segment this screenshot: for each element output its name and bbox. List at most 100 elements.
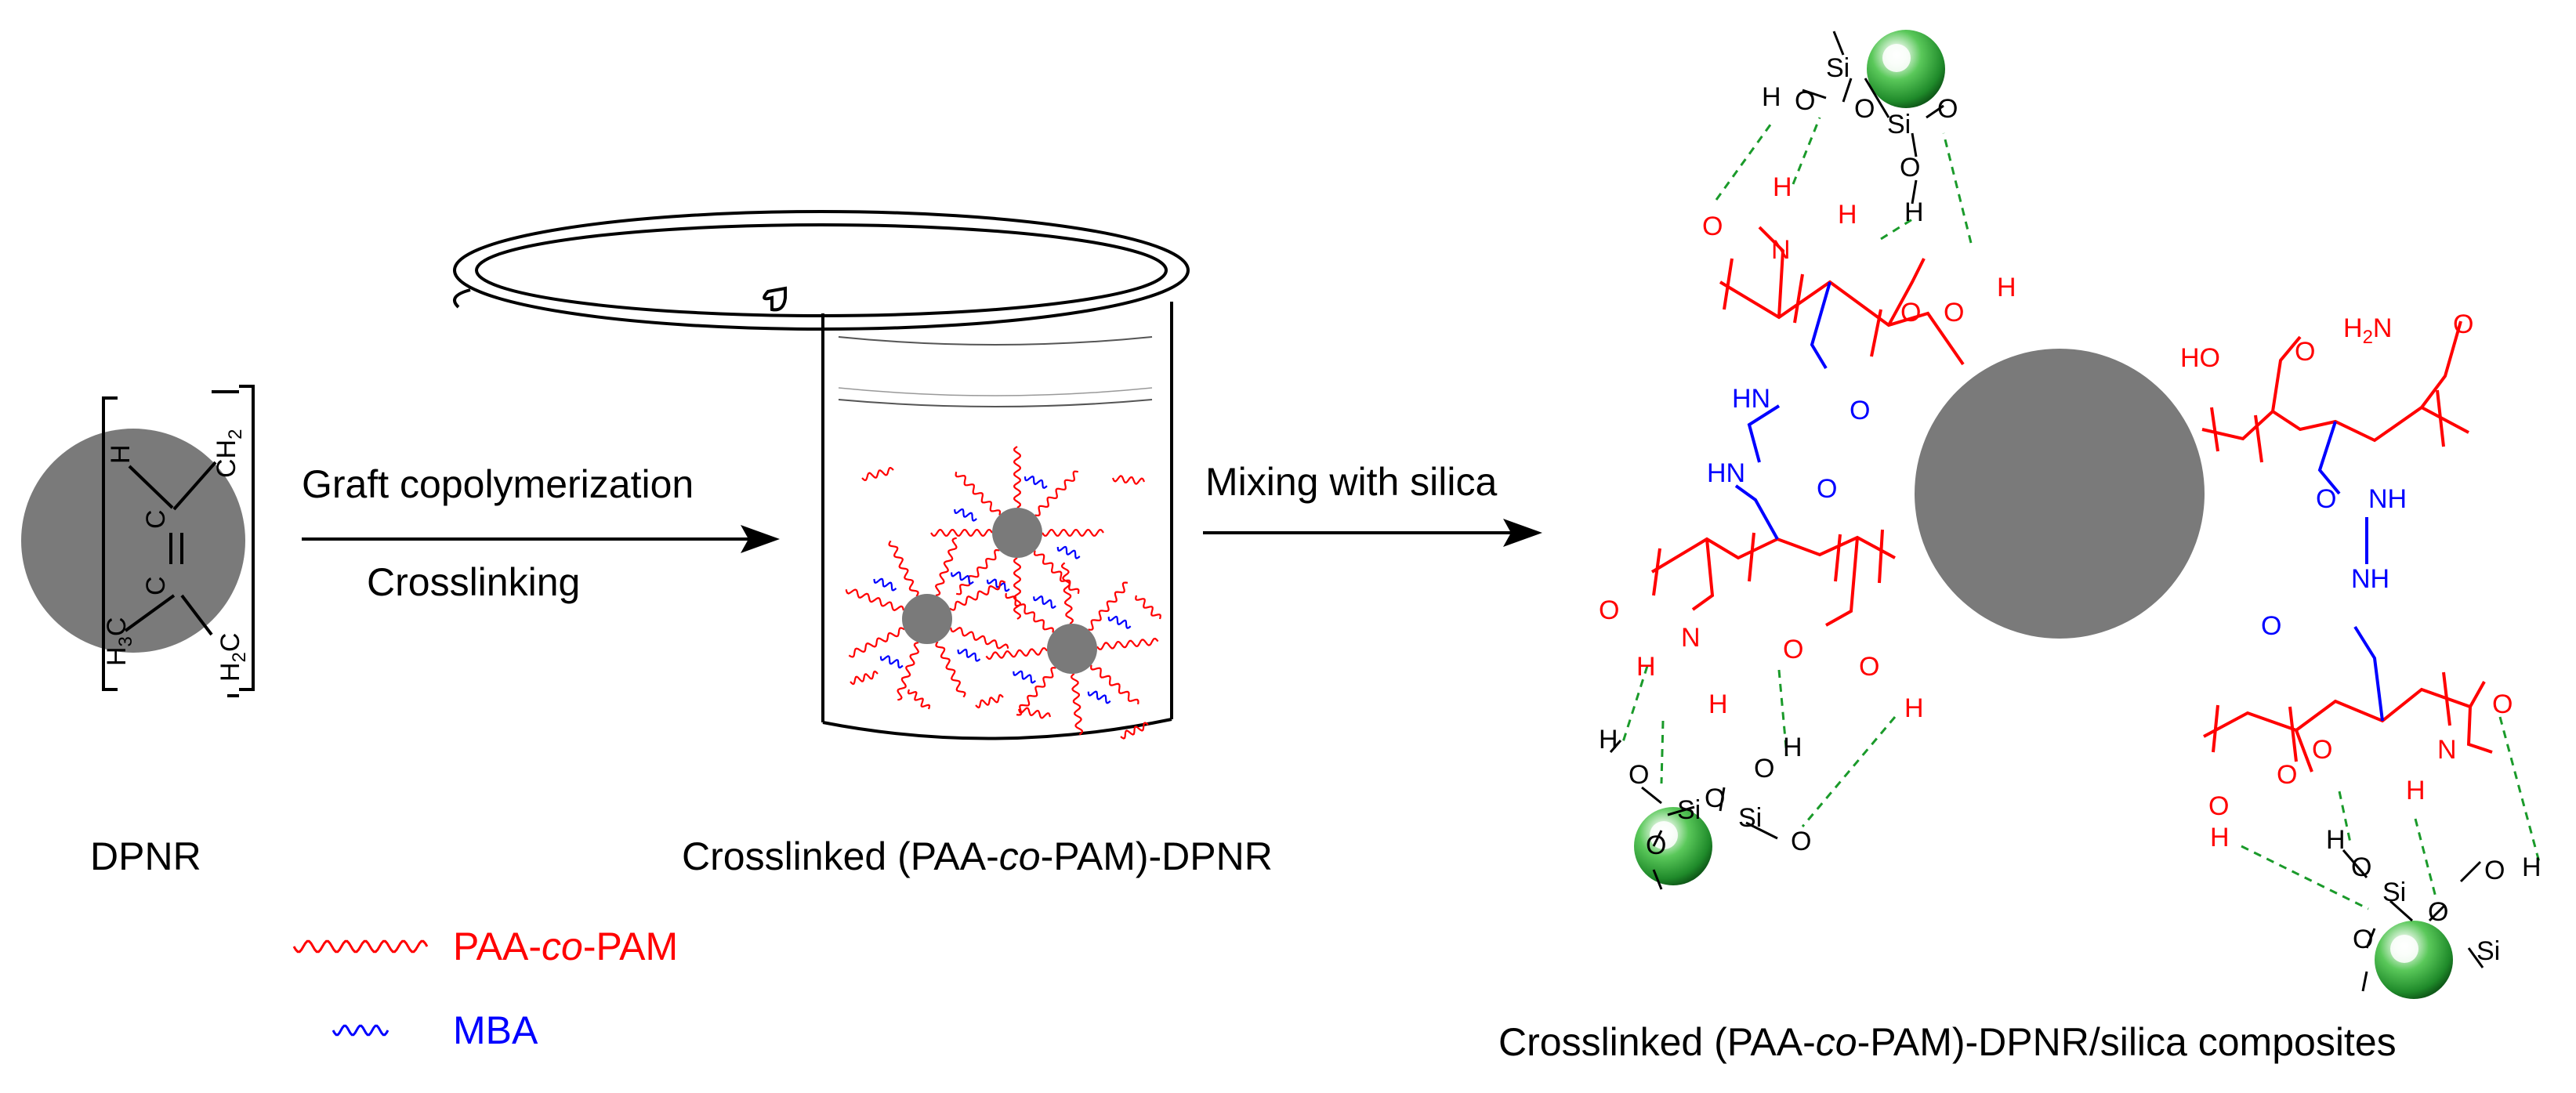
step1-label-crosslink: Crosslinking: [367, 560, 580, 604]
dpnr-label: DPNR: [90, 834, 201, 878]
paa-chain-strand: [1096, 637, 1159, 650]
dpnr-atom-c1: C: [141, 509, 171, 529]
o-top-2: O: [1854, 94, 1875, 124]
h-silica-br-2: H: [2522, 852, 2542, 882]
si-br-2: Si: [2476, 936, 2500, 966]
paa-chain-strand: [850, 670, 879, 686]
legend: PAA-co-PAM MBA: [292, 925, 678, 1052]
legend-paa-wave-icon: [292, 939, 429, 954]
h-top-2: H: [1904, 197, 1924, 227]
si-bl-1: Si: [1677, 795, 1701, 825]
o-mba-4: O: [2261, 611, 2281, 641]
o-mba-3: O: [2316, 484, 2336, 514]
o-silica-br-2: O: [2428, 897, 2448, 927]
h-acid-br: H: [2210, 823, 2230, 852]
paa-chain-strand: [1005, 592, 1054, 633]
paa-chain-strand: [1013, 446, 1021, 508]
o-acid-top-1: O: [1900, 298, 1921, 328]
h-amide-left-1: H: [1636, 652, 1656, 682]
step2-arrowhead-icon: [1503, 519, 1542, 547]
h-acid-top: H: [1997, 273, 2016, 302]
step1-arrowhead-icon: [741, 525, 780, 553]
step1-label-graft: Graft copolymerization: [302, 462, 694, 506]
h2n-amide-right: H2N: [2343, 313, 2392, 348]
h-amide-top-2: H: [1838, 200, 1857, 230]
paa-chain-strand: [985, 647, 1048, 661]
o-silica-bl-5: O: [1646, 831, 1666, 860]
o-top-3: O: [1937, 94, 1958, 124]
paa-chain-strand: [956, 549, 1000, 595]
o-acid-br-2: O: [2312, 735, 2332, 765]
beaker-rim: [453, 210, 1190, 331]
n-amide-br: N: [2437, 735, 2457, 765]
paa-chain-strand: [1088, 581, 1129, 631]
h-silica-bl-1: H: [1599, 725, 1618, 755]
o-amide-br: O: [2492, 689, 2513, 719]
paa-chain-strand: [1034, 470, 1078, 516]
paa-chain-strand: [934, 537, 958, 596]
si-top-1: Si: [1826, 53, 1850, 83]
paa-chain-strand: [1017, 707, 1052, 719]
mba-crosslink-strand: [1033, 595, 1056, 610]
legend-mba-wave-icon: [332, 1024, 389, 1037]
silica-sphere-bottom-right: [2375, 921, 2453, 999]
o-mba-1: O: [1850, 396, 1870, 425]
o-amide-right: O: [2453, 309, 2473, 339]
paa-chain-strand: [1060, 562, 1074, 624]
mba-crosslink-strand: [873, 577, 897, 592]
mba-crosslinks: [1734, 281, 2384, 722]
n-amide-left: N: [1681, 623, 1701, 653]
o-acid-left-2: O: [1859, 652, 1879, 682]
paa-chain-strand: [845, 588, 904, 612]
grafted-dpnr-particle: [1047, 624, 1097, 674]
composite-label: Crosslinked (PAA-co-PAM)-DPNR/silica com…: [1498, 1020, 2397, 1064]
o-silica-bl-3: O: [1754, 754, 1774, 784]
h-amide-left-2: H: [1708, 689, 1728, 719]
mba-crosslink-strand: [1087, 690, 1111, 704]
dpnr-structure: H C C CH2 H3C H2C DPNR: [21, 385, 255, 878]
dpnr-atom-h: H: [106, 444, 136, 464]
si-br-1: Si: [2382, 878, 2406, 907]
paa-chain-strand: [1013, 557, 1021, 620]
grafted-dpnr-particle: [992, 508, 1042, 558]
paa-chain-strand: [897, 642, 920, 701]
ho-acid-right: HO: [2180, 343, 2220, 373]
paa-chain-strand: [949, 580, 1006, 611]
mba-crosslink-strand: [1013, 670, 1036, 684]
n-amide-top: N: [1771, 235, 1791, 265]
o-acid-br-3: O: [2208, 791, 2229, 821]
hn-mba-1: HN: [1732, 384, 1770, 414]
paa-chain-strand: [1090, 664, 1139, 705]
dpnr-h3c-label: H3C: [102, 617, 136, 666]
grafted-dpnr-particle: [902, 594, 952, 644]
h-top-1: H: [1762, 82, 1781, 112]
o-acid-right: O: [2295, 337, 2315, 367]
o-acid-left-1: O: [1783, 635, 1803, 664]
o-silica-br-1: O: [2351, 852, 2371, 882]
paa-chain-strand: [1111, 475, 1146, 485]
paa-chain-strand: [888, 540, 919, 597]
step1-arrow-group: Graft copolymerization Crosslinking: [302, 462, 780, 604]
si-bl-2: Si: [1738, 803, 1762, 833]
dpnr-ch2-label: CH2: [212, 429, 246, 478]
mba-crosslink-strand: [954, 508, 977, 522]
paa-chain-strand: [935, 641, 966, 698]
paa-chain-strand: [950, 626, 1009, 650]
nh-mba-4: NH: [2351, 564, 2389, 594]
paa-chain-strand: [1042, 529, 1104, 537]
mba-crosslink-strand: [957, 648, 981, 662]
o-silica-bl-1: O: [1629, 760, 1649, 790]
paa-chain-strand: [1120, 722, 1149, 740]
paa-chain-strand: [861, 466, 894, 482]
beaker: Crosslinked (PAA-co-PAM)-DPNR: [453, 210, 1273, 878]
paa-pam-chains: [1650, 226, 2493, 773]
o-acid-top-2: O: [1944, 298, 1964, 328]
mba-crosslink-strand: [986, 578, 1010, 592]
h-silica-bl-2: H: [1783, 733, 1802, 762]
paa-chain-strand: [1016, 667, 1056, 716]
composite-atom-labels: Si Si O O O O H H O N H H O O H HN O HN …: [1599, 53, 2542, 966]
paa-chain-strand: [907, 689, 931, 710]
beaker-contents: [845, 446, 1161, 740]
legend-mba-label: MBA: [453, 1008, 538, 1052]
silica-bonds: [1609, 31, 2484, 992]
